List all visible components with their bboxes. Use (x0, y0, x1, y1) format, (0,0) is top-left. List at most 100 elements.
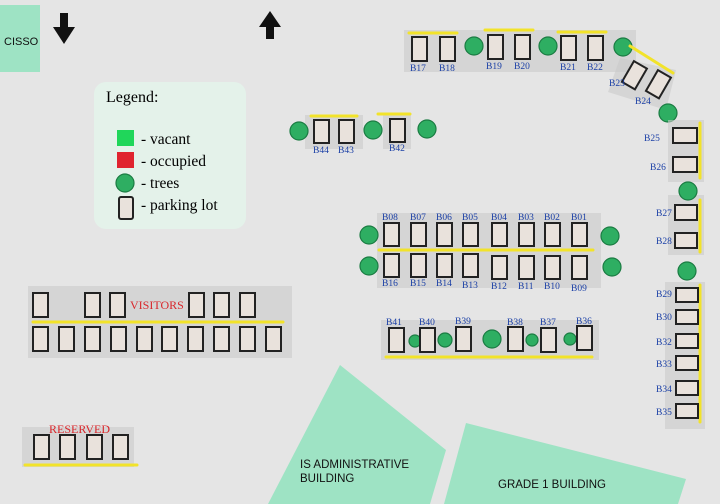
slot-code: B07 (410, 213, 426, 223)
parking-slot-b10[interactable]: B10 (544, 255, 561, 292)
parking-slot-b09[interactable]: B09 (571, 255, 588, 294)
legend-vacant: - vacant (141, 131, 191, 148)
parking-slot-b23[interactable]: B23 (609, 59, 649, 91)
slot-code: B04 (491, 213, 507, 223)
vacant-swatch (117, 130, 134, 146)
grade1-building[interactable]: GRADE 1 BUILDING (444, 423, 686, 504)
parking-slot-b35[interactable]: B35 (656, 403, 699, 419)
cisso-building[interactable]: CISSO (0, 5, 40, 72)
tree (363, 120, 383, 140)
tree (678, 181, 698, 201)
parking-slot-b20[interactable]: B20 (514, 34, 531, 72)
slot-code: B28 (656, 237, 672, 247)
visitors-area[interactable]: VISITORS (28, 286, 292, 358)
slot-code: B34 (656, 385, 672, 395)
tree (289, 121, 309, 141)
parking-slot-b01[interactable]: B01 (571, 213, 588, 247)
parking-slot-b25[interactable]: B25 (644, 127, 698, 144)
slot-code: B41 (386, 318, 402, 328)
parking-slot-b18[interactable]: B18 (439, 36, 456, 74)
slot-code: B22 (587, 63, 603, 73)
parking-slot-b33[interactable]: B33 (656, 355, 699, 371)
parking-slot-b17[interactable]: B17 (410, 36, 428, 74)
parking-slot-b13[interactable]: B13 (462, 253, 479, 291)
slot-code: B23 (609, 79, 625, 89)
slot-code: B20 (514, 62, 530, 72)
parking-slot-b36[interactable]: B36 (576, 317, 593, 351)
reserved-label: RESERVED (49, 422, 110, 436)
parking-slot-b07[interactable]: B07 (410, 213, 427, 247)
slot-code: B08 (382, 213, 398, 223)
tree (417, 119, 437, 139)
parking-slot-b39[interactable]: B39 (455, 317, 472, 352)
legend-occupied: - occupied (141, 153, 206, 170)
slot-code: B25 (644, 134, 660, 144)
tree (437, 332, 453, 348)
parking-slot-b19[interactable]: B19 (486, 34, 504, 72)
parking-slot-b04[interactable]: B04 (491, 213, 508, 247)
parking-slot-b43[interactable]: B43 (338, 119, 355, 156)
parking-slot-b03[interactable]: B03 (518, 213, 535, 247)
parking-slot-b42[interactable]: B42 (389, 118, 406, 154)
tree (359, 225, 379, 245)
slot-code: B38 (507, 318, 523, 328)
parking-slot-b08[interactable]: B08 (382, 213, 400, 247)
reserved-area[interactable]: RESERVED (22, 422, 139, 467)
parking-slot-b32[interactable]: B32 (656, 333, 699, 349)
parking-slot-icon (118, 196, 134, 220)
parking-slot-b26[interactable]: B26 (650, 156, 698, 173)
parking-slot-b41[interactable]: B41 (386, 318, 405, 353)
parking-slot-b12[interactable]: B12 (491, 255, 508, 292)
parking-slot-b16[interactable]: B16 (382, 253, 400, 289)
slot-code: B42 (389, 144, 405, 154)
slot-code: B40 (419, 318, 435, 328)
slot-code: B14 (436, 279, 452, 289)
legend-title: Legend: (106, 89, 158, 106)
parking-slot-b27[interactable]: B27 (656, 204, 698, 221)
parking-slot-b34[interactable]: B34 (656, 380, 699, 396)
parking-slot-b21[interactable]: B21 (560, 35, 577, 73)
legend-trees: - trees (141, 175, 179, 192)
parking-slot-b37[interactable]: B37 (540, 318, 557, 353)
tree (602, 257, 622, 277)
slot-code: B01 (571, 213, 587, 223)
slot-code: B32 (656, 338, 672, 348)
parking-slot-b40[interactable]: B40 (419, 318, 436, 353)
parking-slot-b28[interactable]: B28 (656, 232, 698, 249)
slot-code: B09 (571, 284, 587, 294)
parking-slot-b02[interactable]: B02 (544, 213, 561, 247)
slot-code: B26 (650, 163, 666, 173)
slot-code: B44 (313, 146, 329, 156)
parking-slot-b44[interactable]: B44 (313, 119, 330, 156)
slot-code: B43 (338, 146, 354, 156)
admin-building[interactable]: IS ADMINISTRATIVE BUILDING (268, 365, 446, 504)
slot-code: B03 (518, 213, 534, 223)
slot-code: B33 (656, 360, 672, 370)
tree (658, 103, 678, 123)
visitors-label: VISITORS (130, 298, 184, 312)
tree-icon (115, 173, 135, 193)
parking-slot-b29[interactable]: B29 (656, 287, 699, 303)
tree (563, 332, 577, 346)
slot-code: B36 (576, 317, 592, 327)
parking-slot-b11[interactable]: B11 (518, 255, 535, 292)
tree (464, 36, 484, 56)
slot-code: B05 (462, 213, 478, 223)
slot-code: B21 (560, 63, 576, 73)
parking-slot-b05[interactable]: B05 (462, 213, 479, 247)
parking-slot-b38[interactable]: B38 (507, 318, 524, 352)
arrow-down-icon (53, 13, 75, 44)
slot-code: B06 (436, 213, 452, 223)
parking-slot-b06[interactable]: B06 (436, 213, 453, 247)
parking-slot-b22[interactable]: B22 (587, 35, 604, 73)
parking-slot-b30[interactable]: B30 (656, 309, 699, 325)
parking-slot-b15[interactable]: B15 (410, 253, 427, 289)
admin-building-label-2: BUILDING (300, 473, 354, 485)
slot-code: B24 (635, 97, 651, 107)
tree (359, 256, 379, 276)
admin-building-label-1: IS ADMINISTRATIVE (300, 459, 409, 471)
cisso-label: CISSO (4, 36, 39, 48)
parking-slot-b24[interactable]: B24 (635, 68, 673, 107)
parking-slot-b14[interactable]: B14 (436, 253, 453, 289)
